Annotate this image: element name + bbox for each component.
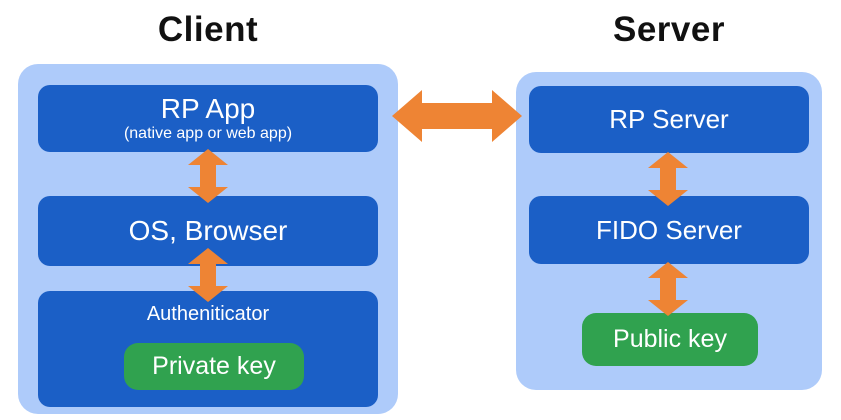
left-right-arrow-icon: [392, 90, 522, 142]
public-key-label: Public key: [613, 325, 727, 353]
authenticator-box: Autheniticator Private key: [38, 291, 378, 407]
rp-server-label: RP Server: [609, 104, 729, 135]
rp-app-sublabel: (native app or web app): [123, 125, 293, 143]
private-key-label: Private key: [152, 352, 276, 380]
os-browser-label: OS, Browser: [128, 214, 288, 246]
up-down-arrow-icon: [188, 248, 228, 302]
authenticator-label: Autheniticator: [146, 303, 270, 325]
rp-app-box: RP App (native app or web app): [38, 85, 378, 152]
up-down-arrow-icon: [188, 149, 228, 203]
fido-server-box: FIDO Server: [529, 196, 809, 264]
rp-app-label: RP App: [160, 92, 256, 124]
public-key-box: Public key: [582, 313, 758, 366]
up-down-arrow-icon: [648, 152, 688, 206]
rp-server-box: RP Server: [529, 86, 809, 153]
server-title: Server: [613, 10, 725, 49]
private-key-box: Private key: [124, 343, 304, 390]
fido-server-label: FIDO Server: [596, 214, 742, 245]
client-title: Client: [157, 10, 259, 49]
up-down-arrow-icon: [648, 262, 688, 316]
